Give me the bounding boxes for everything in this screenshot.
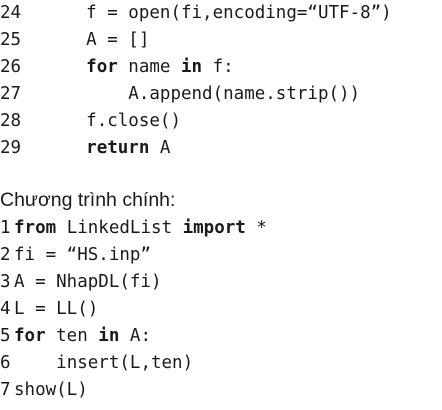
code-token: * <box>245 218 267 238</box>
code-token: A.append(name.strip()) <box>128 84 361 104</box>
code-line: 28 f.close() <box>0 108 181 135</box>
code-token: LinkedList <box>56 218 183 238</box>
line-number: 26 <box>0 57 22 77</box>
code-indent <box>44 84 128 104</box>
code-token: A: <box>119 326 151 346</box>
code-token: A = NhapDL(fi) <box>14 272 162 292</box>
line-number: 24 <box>0 3 22 23</box>
code-indent <box>44 57 86 77</box>
line-number: 2 <box>0 245 11 265</box>
line-number: 25 <box>0 30 22 50</box>
code-keyword: in <box>180 57 203 77</box>
code-text: insert(L,ten) <box>14 350 193 377</box>
code-indent <box>44 3 86 23</box>
code-text: show(L) <box>14 377 88 404</box>
line-number: 1 <box>0 218 11 238</box>
line-number: 27 <box>0 84 22 104</box>
code-token: f = open(fi,encoding=“UTF-8”) <box>86 3 392 23</box>
code-keyword: import <box>182 218 246 238</box>
line-number: 3 <box>0 272 11 292</box>
code-keyword: for <box>14 326 46 346</box>
code-text: f = open(fi,encoding=“UTF-8”) <box>44 0 392 27</box>
code-line: 6 insert(L,ten) <box>0 350 193 377</box>
code-text: L = LL() <box>14 296 98 323</box>
code-indent <box>44 111 86 131</box>
code-token: L = LL() <box>14 299 99 319</box>
code-text: fi = “HS.inp” <box>14 242 151 269</box>
code-indent <box>44 138 86 158</box>
code-line: 24 f = open(fi,encoding=“UTF-8”) <box>0 0 392 27</box>
code-token: insert(L,ten) <box>56 353 194 373</box>
code-indent <box>44 30 86 50</box>
code-line: 29 return A <box>0 135 170 162</box>
code-line: 26 for name in f: <box>0 54 234 81</box>
line-number: 5 <box>0 326 11 346</box>
code-line: 27 A.append(name.strip()) <box>0 81 360 108</box>
code-token: f: <box>202 57 234 77</box>
code-indent <box>14 353 56 373</box>
code-token: f.close() <box>86 111 181 131</box>
line-number: 29 <box>0 138 22 158</box>
code-text: return A <box>44 135 170 162</box>
line-number: 7 <box>0 380 11 400</box>
line-number: 6 <box>0 353 11 373</box>
code-text: for ten in A: <box>14 323 151 350</box>
code-text: for name in f: <box>44 54 234 81</box>
code-token: A = [] <box>86 30 150 50</box>
code-token: fi = “HS.inp” <box>14 245 151 265</box>
line-number: 28 <box>0 111 22 131</box>
code-token: ten <box>45 326 99 346</box>
code-line: 25 A = [] <box>0 27 149 54</box>
code-token: show(L) <box>14 380 88 400</box>
code-text: from LinkedList import * <box>14 215 267 242</box>
code-keyword: for <box>86 57 118 77</box>
code-keyword: from <box>14 218 57 238</box>
code-text: A.append(name.strip()) <box>44 81 360 108</box>
line-number: 4 <box>0 299 11 319</box>
code-text: A = NhapDL(fi) <box>14 269 162 296</box>
code-text: A = [] <box>44 27 149 54</box>
code-token: name <box>117 57 181 77</box>
code-keyword: return <box>86 138 150 158</box>
code-token: A <box>149 138 171 158</box>
code-text: f.close() <box>44 108 181 135</box>
section-heading: Chương trình chính: <box>0 189 176 211</box>
code-keyword: in <box>98 326 120 346</box>
